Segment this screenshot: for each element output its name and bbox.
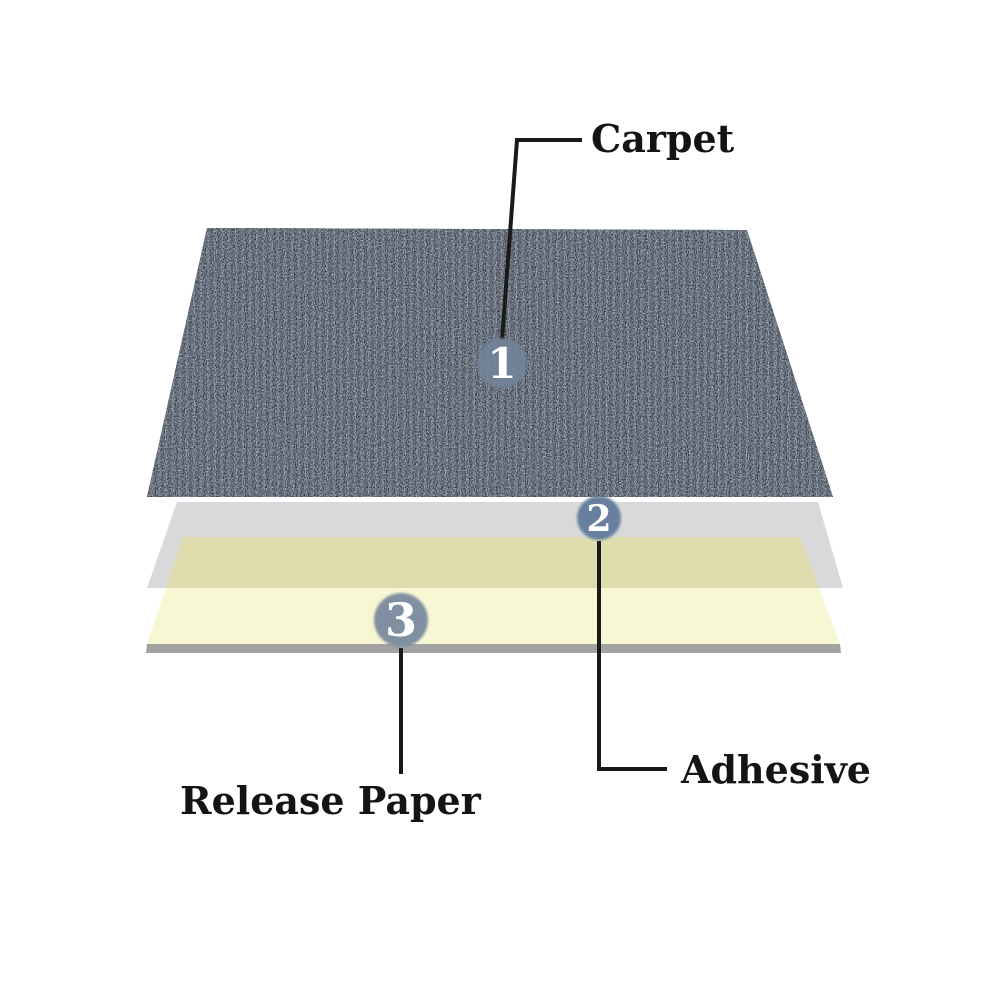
callout-badge-1	[477, 338, 527, 388]
leader-line-adhesive	[597, 541, 667, 771]
callout-badge-2	[577, 496, 621, 540]
callout-number-3: 3	[385, 593, 417, 647]
label-release-paper: Release Paper	[180, 778, 482, 823]
callout-number-2: 2	[586, 498, 611, 540]
release-paper-edge	[146, 644, 841, 653]
callout-number-1: 1	[487, 339, 516, 388]
leader-line-carpet	[500, 138, 582, 341]
label-carpet: Carpet	[591, 116, 735, 161]
label-adhesive: Adhesive	[680, 747, 871, 792]
adhesive-release-overlap	[166, 537, 819, 588]
callout-badge-3	[374, 593, 428, 647]
